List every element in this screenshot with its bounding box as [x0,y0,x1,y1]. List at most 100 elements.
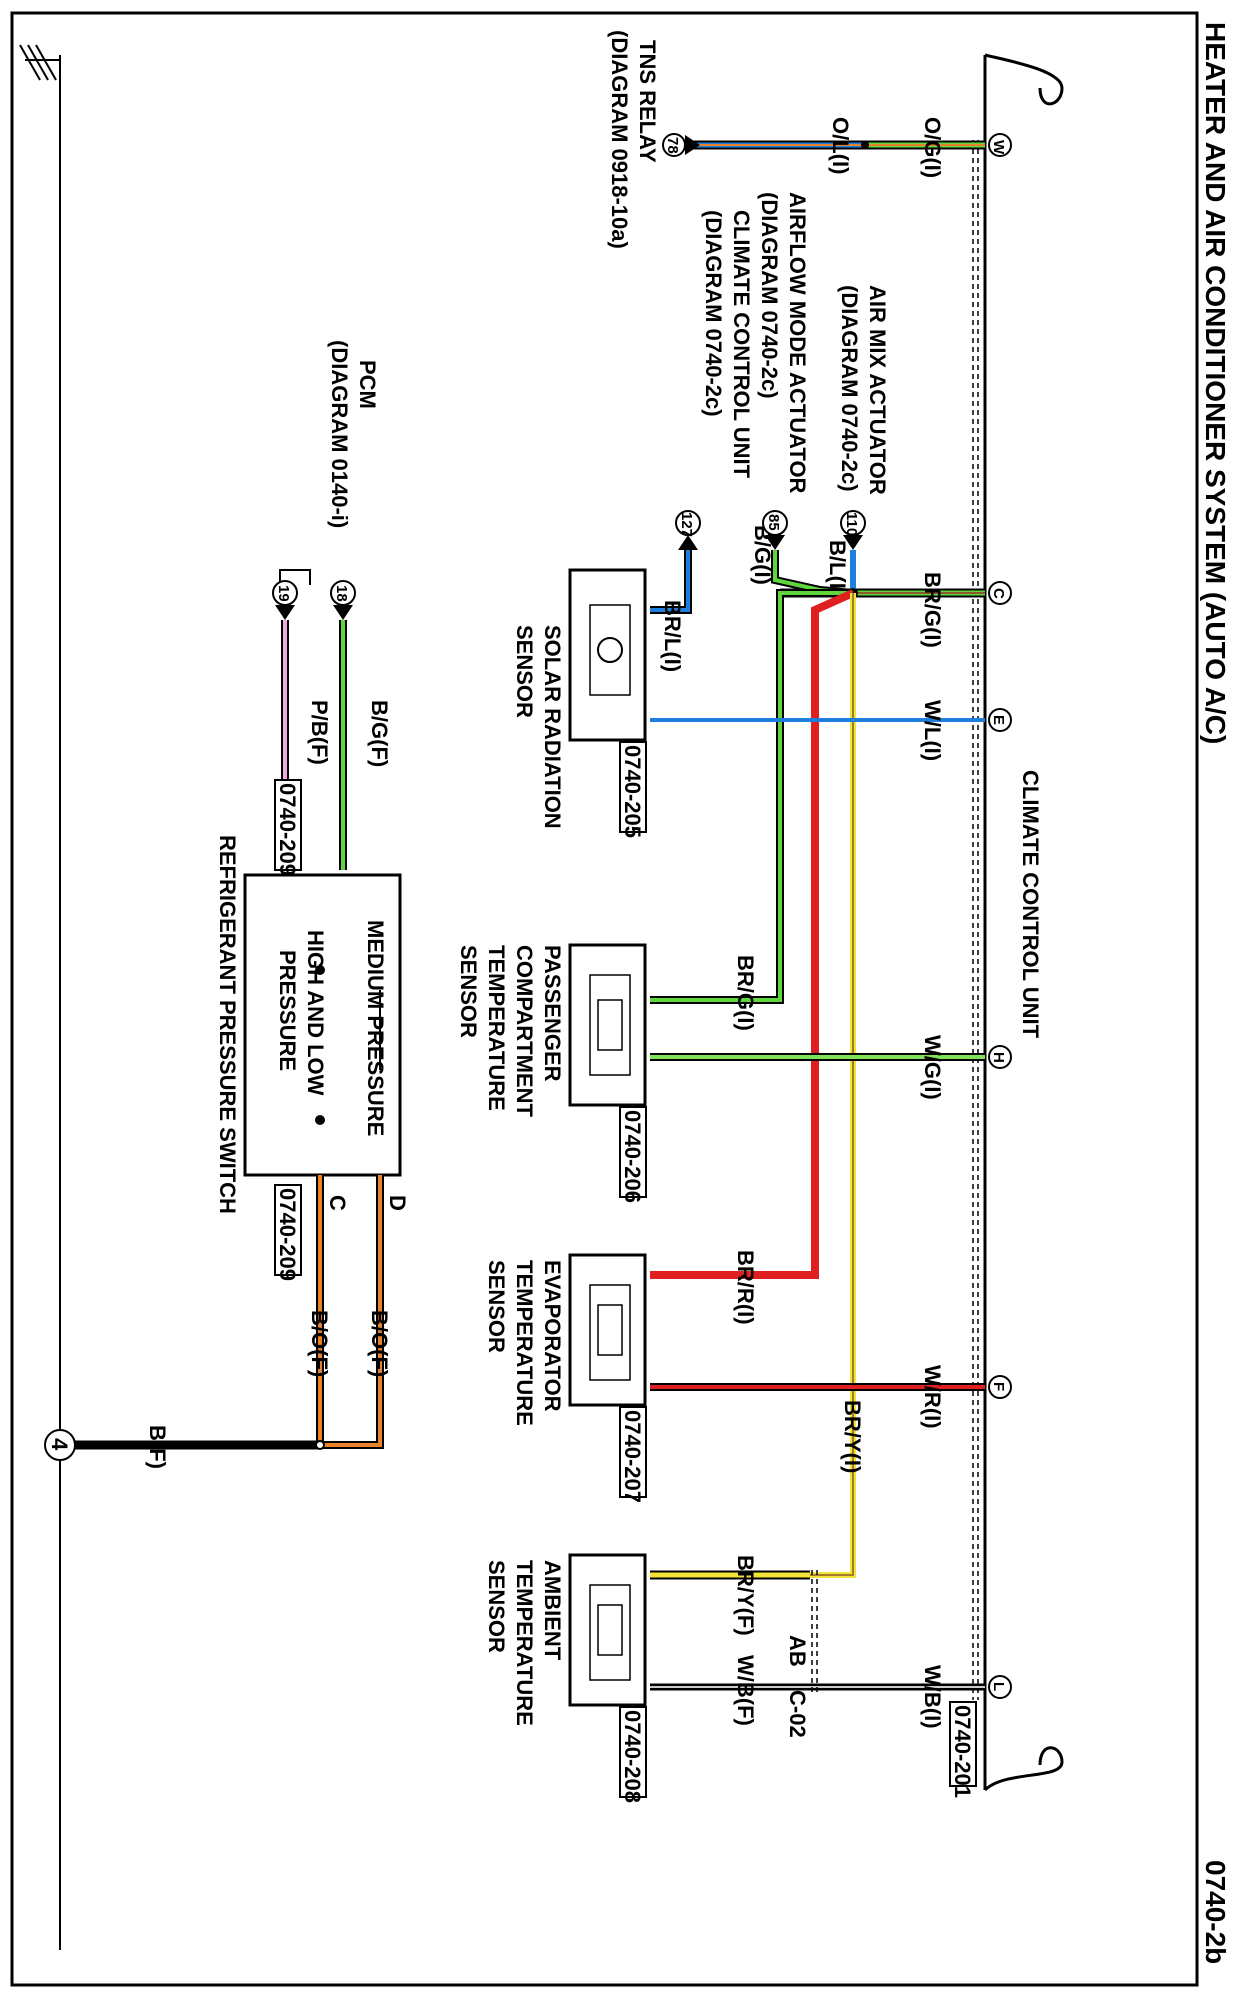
svg-text:127: 127 [678,512,695,537]
page-number: 0740-2b [1200,1860,1231,1964]
svg-text:0740-205: 0740-205 [620,745,645,838]
svg-text:C: C [990,588,1007,599]
passenger-label-1: PASSENGER [540,945,565,1082]
wire-bf [72,1440,325,1450]
pin-w: W [988,133,1012,157]
solar-sensor-label-1: SOLAR RADIATION [540,625,565,829]
passenger-label-2: COMPARTMENT [512,945,537,1117]
airmix-ref: 110 [840,510,866,550]
svg-text:19: 19 [275,585,292,602]
connector-0740-207: 0740-207 [619,1406,647,1503]
wire-label-wg: W/G(I) [920,1035,945,1100]
wire-label-wl: W/L(I) [920,700,945,761]
wire-label-bof-d: B/O(F) [367,1310,392,1377]
pin-f: F [988,1375,1012,1399]
pin-l: L [988,1675,1012,1699]
wire-label-brl: BR/L(I) [660,600,685,672]
connector-0740-209-b: 0740-209 [274,1184,302,1281]
wire-label-bry-i: BR/Y(I) [840,1400,865,1473]
passenger-label-4: SENSOR [456,945,481,1038]
wire-label-bry-f: BR/Y(F) [733,1555,758,1636]
svg-text:0740-207: 0740-207 [620,1410,645,1503]
page-frame [10,11,1199,1987]
wire-ol [685,140,869,150]
ground-number: 4 [47,1438,72,1451]
climate-control-unit-body [983,53,1064,1792]
wire-label-og: O/G(I) [920,117,945,178]
ground-bus [19,44,76,1950]
joint-connector [811,1570,818,1695]
connector-0740-209-a: 0740-209 [274,779,302,876]
connector-0740-206: 0740-206 [619,1106,647,1203]
pcm-diagram: (DIAGRAM 0140-i) [327,340,352,528]
evaporator-sensor [568,1253,647,1407]
pin-h: H [988,1045,1012,1069]
joint-c02-label: C-02 [785,1690,810,1738]
wire-brg-pass [650,589,853,1004]
wire-label-bof-c: B/O(F) [307,1310,332,1377]
evaporator-label-1: EVAPORATOR [540,1260,565,1412]
wire-label-brg-top: BR/G(I) [920,572,945,648]
refrig-label: REFRIGERANT PRESSURE SWITCH [215,835,240,1214]
wire-label-wr: W/R(I) [920,1365,945,1429]
svg-text:0740-201: 0740-201 [950,1705,975,1798]
svg-text:18: 18 [333,585,350,602]
ccu-ref-diagram: (DIAGRAM 0740-2c) [701,210,726,417]
svg-text:W: W [990,140,1007,155]
wire-label-brr: BR/R(I) [733,1250,758,1325]
tns-relay-diagram: (DIAGRAM 0918-10a) [607,30,632,249]
svg-text:0740-206: 0740-206 [620,1110,645,1203]
refrigerant-pressure-switch [243,873,402,1177]
svg-text:0740-208: 0740-208 [620,1710,645,1803]
unit-connector-dashes [972,140,979,1700]
airmix-label: AIR MIX ACTUATOR [865,285,890,495]
wire-label-brg-pass: BR/G(I) [733,955,758,1031]
joint-ab-label: AB [785,1635,810,1667]
airflow-diagram: (DIAGRAM 0740-2c) [757,192,782,399]
ccu-ref-label: CLIMATE CONTROL UNIT [729,210,754,479]
diagram-title: HEATER AND AIR CONDITIONER SYSTEM (AUTO … [1200,22,1231,744]
airmix-diagram: (DIAGRAM 0740-2c) [837,285,862,492]
svg-text:H: H [990,1052,1007,1063]
pcm-ref-18: 18 [330,580,356,620]
wire-label-wb-f: W/B(F) [733,1655,758,1726]
wire-label-bg-f: B/G(F) [367,700,392,767]
connector-0740-208: 0740-208 [619,1706,647,1803]
wire-bof [316,1175,384,1449]
svg-text:110: 110 [843,512,860,536]
wire-label-bf: B(F) [145,1425,170,1469]
pcm-bracket [279,569,311,585]
refrig-pin-d: D [385,1195,410,1211]
wire-brr [650,589,855,1279]
passenger-compartment-sensor [568,943,647,1107]
connector-0740-201: 0740-201 [949,1701,977,1798]
svg-text:F: F [990,1382,1007,1391]
ambient-sensor [568,1553,647,1707]
refrig-inner-1: MEDIUM PRESSURE [363,920,388,1136]
airflow-ref: 85 [762,510,788,550]
pin-e: E [988,708,1012,732]
wire-label-wb-top: W/B(I) [920,1665,945,1729]
climate-control-unit-label: CLIMATE CONTROL UNIT [1018,770,1043,1039]
pcm-label: PCM [355,360,380,409]
svg-text:85: 85 [765,514,782,531]
evaporator-label-2: TEMPERATURE [512,1260,537,1426]
airflow-label: AIRFLOW MODE ACTUATOR [785,192,810,494]
ambient-label-1: AMBIENT [540,1560,565,1661]
svg-text:78: 78 [664,137,681,154]
svg-text:0740-209: 0740-209 [275,1188,300,1281]
tns-relay-label: TNS RELAY [635,40,660,163]
refrig-inner-3: PRESSURE [275,950,300,1071]
evaporator-label-3: SENSOR [484,1260,509,1353]
ccu-ref: 127 [675,510,701,550]
refrig-pin-c: C [325,1195,350,1211]
wire-label-ol: O/L(I) [828,117,853,174]
refrig-inner-2: HIGH AND LOW [303,930,328,1096]
wire-label-pb-f: P/B(F) [307,700,332,765]
svg-text:E: E [990,715,1007,725]
svg-text:L: L [990,1682,1007,1691]
wire-brl [650,550,692,614]
connector-0740-205: 0740-205 [619,741,647,838]
pin-c: C [988,581,1012,605]
